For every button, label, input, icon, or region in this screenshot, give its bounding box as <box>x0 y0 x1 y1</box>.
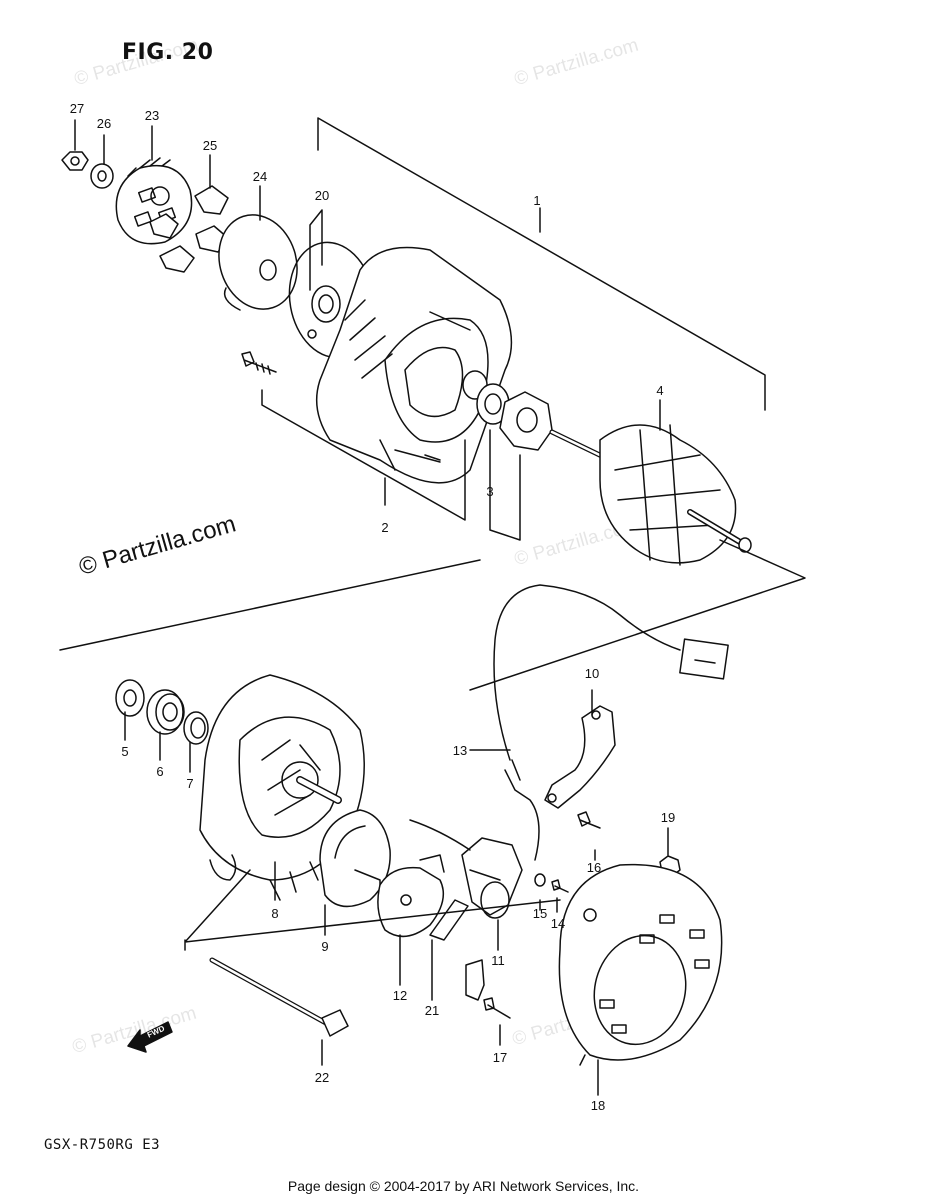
callout-11: 11 <box>491 953 505 968</box>
leader-20 <box>309 209 323 291</box>
leader-3 <box>489 429 521 541</box>
nut-27 <box>61 151 89 171</box>
fig-title: FIG. 20 <box>122 40 214 65</box>
cover-18 <box>558 863 723 1066</box>
footer-copyright: Page design © 2004-2017 by ARI Network S… <box>287 1178 640 1194</box>
through-bolt-22 <box>209 957 349 1037</box>
bracket-17 <box>465 959 511 1019</box>
bolt-2 <box>241 351 277 375</box>
callout-13: 13 <box>453 743 467 758</box>
callout-15: 15 <box>533 906 547 921</box>
washer-26 <box>90 163 114 189</box>
cushion-24 <box>218 214 298 311</box>
callout-17: 17 <box>493 1050 507 1065</box>
bearing-6 <box>146 689 185 735</box>
callout-25: 25 <box>203 138 217 153</box>
bracket-10 <box>544 705 616 809</box>
housing-rear-8 <box>199 674 365 901</box>
callout-1: 1 <box>533 193 540 208</box>
callout-3: 3 <box>486 484 493 499</box>
callout-21: 21 <box>425 1003 439 1018</box>
callout-6: 6 <box>156 764 163 779</box>
screw-14 <box>551 879 569 893</box>
regulator-11 <box>461 837 523 919</box>
callout-8: 8 <box>271 906 278 921</box>
leaders-bottom <box>124 689 669 1096</box>
bearing-3 <box>476 383 553 451</box>
group-bracket-1 <box>317 117 766 411</box>
callout-9: 9 <box>321 939 328 954</box>
washer-15 <box>534 873 546 887</box>
callout-16: 16 <box>587 860 601 875</box>
model-label: GSX-R750RG E3 <box>44 1137 161 1153</box>
callout-14: 14 <box>551 916 565 931</box>
housing-front-2 <box>315 246 513 484</box>
fwd-arrow-icon <box>127 1021 173 1053</box>
leaders-top <box>74 119 261 221</box>
plate-21 <box>429 899 469 941</box>
callout-23: 23 <box>145 108 159 123</box>
damper-25 <box>149 185 229 273</box>
callout-12: 12 <box>393 988 407 1003</box>
callout-26: 26 <box>97 116 111 131</box>
callout-18: 18 <box>591 1098 605 1113</box>
washer-5 <box>115 679 145 717</box>
callout-5: 5 <box>121 744 128 759</box>
callout-20: 20 <box>315 188 329 203</box>
rotor-4 <box>549 424 752 566</box>
callout-4: 4 <box>656 383 663 398</box>
separator-lines <box>59 539 806 691</box>
callout-22: 22 <box>315 1070 329 1085</box>
callout-27: 27 <box>70 101 84 116</box>
wire-harness-13 <box>409 584 729 861</box>
seal-7 <box>183 711 209 745</box>
screw-16 <box>577 811 601 829</box>
leader-2 <box>261 389 466 521</box>
callout-2: 2 <box>381 520 388 535</box>
callout-10: 10 <box>585 666 599 681</box>
callout-7: 7 <box>186 776 193 791</box>
callout-24: 24 <box>253 169 267 184</box>
leader-bolt <box>184 869 561 951</box>
callout-19: 19 <box>661 810 675 825</box>
